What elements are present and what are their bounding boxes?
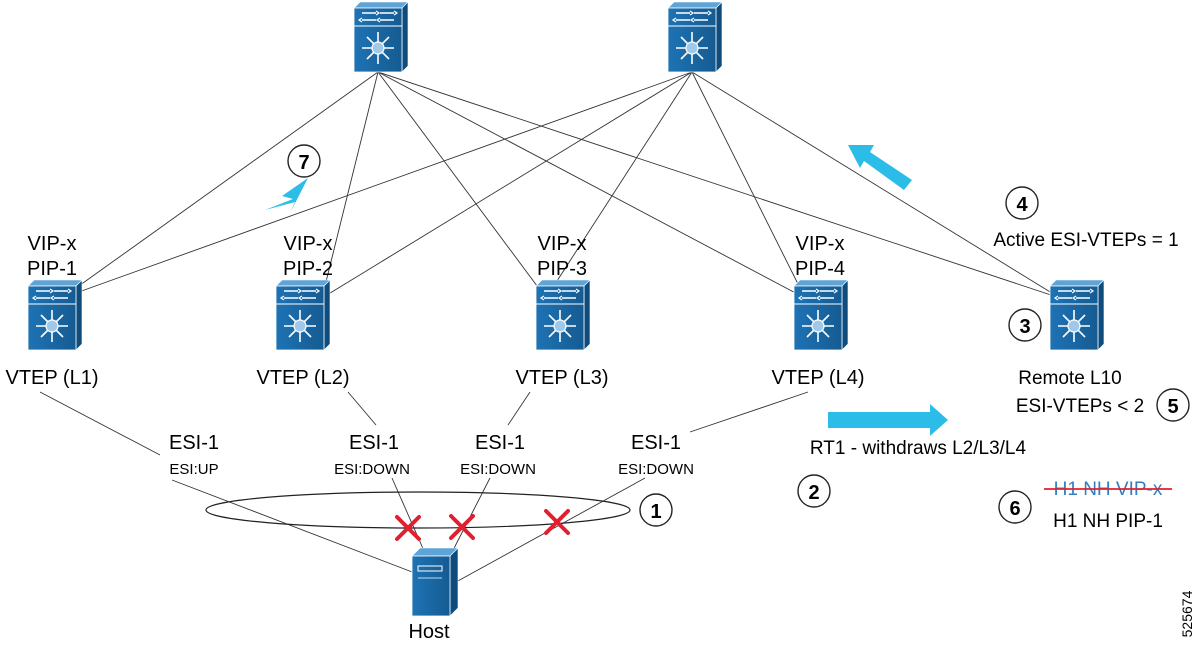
step-1-marker: 1 (639, 493, 673, 527)
switch-icon (535, 279, 591, 351)
server-icon (411, 547, 459, 617)
switch-icon (27, 279, 83, 351)
leaf-3-vip: VIP-x (538, 233, 587, 255)
link-s2-l4 (691, 71, 806, 299)
leaf-2-vtep: VTEP (L2) (257, 367, 350, 389)
step-5-marker: 5 (1156, 388, 1190, 422)
step-4-marker: 4 (1005, 186, 1039, 220)
esi-1-name: ESI-1 (169, 432, 219, 454)
esi-1-state: ESI:UP (169, 461, 218, 478)
svg-text:2: 2 (808, 482, 819, 504)
host-label: Host (408, 621, 450, 643)
leaf-1-pip: PIP-1 (27, 258, 77, 280)
leaf-3-pip: PIP-3 (537, 258, 587, 280)
esi-3-state: ESI:DOWN (460, 461, 536, 478)
leaf-1-vip: VIP-x (28, 233, 77, 255)
leaf-2-vip: VIP-x (284, 233, 333, 255)
svg-text:7: 7 (298, 152, 309, 174)
link-s2-l1 (61, 71, 693, 299)
step-markers: 1 2 3 4 5 6 7 (287, 144, 1190, 527)
link-s1-remote (377, 71, 1061, 299)
esi-4-name: ESI-1 (631, 432, 681, 454)
svg-text:5: 5 (1167, 396, 1178, 418)
link-l4-esi (689, 391, 809, 433)
esi-2-state: ESI:DOWN (334, 461, 410, 478)
leaf-4-vtep: VTEP (L4) (772, 367, 865, 389)
switch-icon (275, 279, 331, 351)
esi-4-state: ESI:DOWN (618, 461, 694, 478)
link-s2-remote (691, 71, 1061, 299)
remote-esi-vteps: ESI-VTEPs < 2 (1016, 396, 1144, 417)
arrow-icon (848, 145, 912, 190)
svg-text:6: 6 (1009, 498, 1020, 520)
link-l3-esi (507, 391, 531, 426)
link-esi1-host (171, 479, 421, 576)
step-6-marker: 6 (998, 490, 1032, 524)
leaf-labels: VIP-x PIP-1 VTEP (L1) VIP-x PIP-2 VTEP (… (6, 233, 865, 389)
esi-labels: ESI-1 ESI:UP ESI-1 ESI:DOWN ESI-1 ESI:DO… (169, 432, 694, 478)
step-3-marker: 3 (1008, 308, 1042, 342)
link-s1-l2 (321, 71, 379, 299)
arrow-icon (265, 178, 308, 213)
esi-3-name: ESI-1 (475, 432, 525, 454)
switch-icon (667, 1, 723, 73)
link-s2-l2 (321, 71, 693, 299)
esi-2-name: ESI-1 (349, 432, 399, 454)
esi-bundle-ellipse (205, 491, 631, 529)
link-s1-l3 (377, 71, 547, 299)
arrow-icon (828, 404, 948, 436)
link-s1-l4 (377, 71, 806, 299)
leaf-4-vip: VIP-x (796, 233, 845, 255)
leaf-1-vtep: VTEP (L1) (6, 367, 99, 389)
remote-active-label: Active ESI-VTEPs = 1 (993, 230, 1178, 251)
link-l1-esi (39, 391, 161, 456)
figure-id: 525674 (1179, 590, 1195, 637)
svg-text:3: 3 (1019, 316, 1030, 338)
link-l2-esi (347, 391, 377, 426)
link-s1-l1 (61, 71, 379, 299)
fabric-links (61, 71, 1061, 299)
leaf-4-pip: PIP-4 (795, 258, 845, 280)
nh-new: H1 NH PIP-1 (1053, 511, 1163, 532)
link-s2-l3 (545, 71, 693, 299)
switch-icon (793, 279, 849, 351)
switch-icon (353, 1, 409, 73)
leaf-2-pip: PIP-2 (283, 258, 333, 280)
svg-text:1: 1 (650, 501, 661, 523)
switch-icon (1049, 279, 1105, 351)
step-2-marker: 2 (797, 474, 831, 508)
svg-text:4: 4 (1016, 194, 1028, 216)
route-message: RT1 - withdraws L2/L3/L4 (810, 438, 1027, 459)
leaf-3-vtep: VTEP (L3) (516, 367, 609, 389)
remote-name: Remote L10 (1018, 368, 1122, 389)
step-7-marker: 7 (287, 144, 321, 178)
